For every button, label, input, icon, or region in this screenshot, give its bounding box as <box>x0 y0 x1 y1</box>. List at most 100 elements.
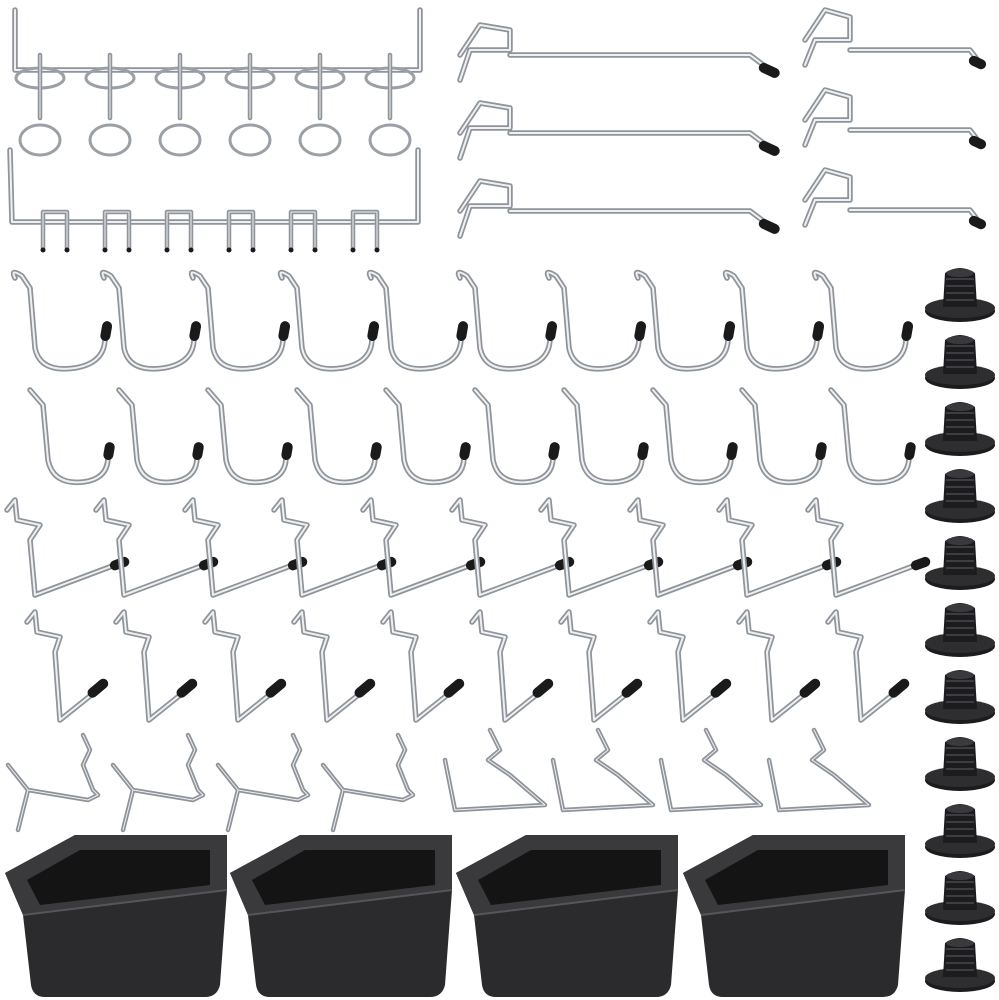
angled-hook <box>360 497 486 598</box>
rubber-tip <box>726 442 738 461</box>
angled-hook <box>182 497 308 598</box>
storage-bin <box>456 835 679 997</box>
small-j-hook <box>383 387 471 486</box>
rubber-tip <box>278 321 291 342</box>
small-j-hook <box>739 387 827 486</box>
rubber-tip <box>456 321 469 342</box>
rubber-tip <box>265 678 287 698</box>
rubber-tip <box>189 321 202 342</box>
large-j-hook <box>811 269 914 372</box>
pegboard-lock <box>925 469 995 523</box>
rubber-tip <box>799 678 821 698</box>
large-j-hook <box>455 269 558 372</box>
rubber-tip <box>459 442 471 461</box>
pegboard-lock <box>925 268 995 322</box>
l-hook <box>380 609 465 723</box>
rubber-tip <box>901 321 914 342</box>
small-j-hook <box>828 387 916 486</box>
rubber-tip <box>532 678 554 698</box>
l-hook <box>736 609 821 723</box>
rubber-tip <box>370 442 382 461</box>
small-clip-hook <box>320 732 416 833</box>
l-hook <box>113 609 198 723</box>
angled-hook <box>449 497 575 598</box>
short-straight-hook <box>802 7 987 70</box>
small-j-hook <box>472 387 560 486</box>
rubber-tip <box>281 442 293 461</box>
angled-hook <box>627 497 753 598</box>
l-hook <box>469 609 554 723</box>
small-j-hook <box>561 387 649 486</box>
small-j-hook <box>294 387 382 486</box>
large-j-hook <box>366 269 469 372</box>
u-hook <box>550 727 656 813</box>
pegboard-lock <box>925 871 995 925</box>
angled-hook <box>4 497 130 598</box>
rubber-tip <box>354 678 376 698</box>
l-hook <box>558 609 643 723</box>
small-j-hook <box>650 387 738 486</box>
rubber-tip <box>758 140 780 156</box>
tool-holder-spring-bar <box>7 147 421 253</box>
rubber-tip <box>443 678 465 698</box>
u-hook <box>442 727 548 813</box>
rubber-tip <box>634 321 647 342</box>
pegboard-lock <box>925 670 995 724</box>
rubber-tip <box>548 442 560 461</box>
small-j-hook <box>205 387 293 486</box>
storage-bin <box>683 835 906 997</box>
long-straight-hook <box>457 100 780 161</box>
rubber-tip <box>545 321 558 342</box>
l-hook <box>291 609 376 723</box>
rubber-tip <box>192 442 204 461</box>
short-straight-hook <box>802 87 987 150</box>
rubber-tip <box>910 556 931 571</box>
long-straight-hook <box>457 178 780 239</box>
rubber-tip <box>758 62 780 78</box>
pegboard-lock <box>925 335 995 389</box>
small-j-hook <box>116 387 204 486</box>
l-hook <box>647 609 732 723</box>
tool-holder-loop-bar <box>12 7 423 157</box>
angled-hook <box>538 497 664 598</box>
small-clip-hook <box>5 732 101 833</box>
loop-ring <box>228 123 272 157</box>
rubber-tip <box>815 442 827 461</box>
rubber-tip <box>621 678 643 698</box>
pegboard-lock <box>925 804 995 858</box>
rubber-tip <box>176 678 198 698</box>
loop-ring <box>158 123 202 157</box>
pegboard-lock <box>925 737 995 791</box>
short-straight-hook <box>802 167 987 230</box>
large-j-hook <box>188 269 291 372</box>
small-clip-hook <box>215 732 311 833</box>
loop-ring <box>368 123 412 157</box>
rubber-tip <box>100 321 113 342</box>
l-hook <box>825 609 910 723</box>
pegboard-lock <box>925 938 995 992</box>
small-j-hook <box>27 387 115 486</box>
angled-hook <box>271 497 397 598</box>
u-hook <box>658 727 764 813</box>
l-hook <box>202 609 287 723</box>
loop-ring <box>18 123 62 157</box>
rubber-tip <box>710 678 732 698</box>
loop-ring <box>88 123 132 157</box>
angled-hook <box>805 497 931 598</box>
l-hook <box>24 609 109 723</box>
large-j-hook <box>99 269 202 372</box>
pegboard-lock <box>925 603 995 657</box>
rubber-tip <box>888 678 910 698</box>
large-j-hook <box>633 269 736 372</box>
small-clip-hook <box>110 732 206 833</box>
loop-ring <box>298 123 342 157</box>
rubber-tip <box>758 218 780 234</box>
rubber-tip <box>723 321 736 342</box>
rubber-tip <box>968 215 987 230</box>
angled-hook <box>93 497 219 598</box>
u-hook <box>766 727 872 813</box>
rubber-tip <box>367 321 380 342</box>
rubber-tip <box>103 442 115 461</box>
pegboard-lock <box>925 402 995 456</box>
large-j-hook <box>544 269 647 372</box>
